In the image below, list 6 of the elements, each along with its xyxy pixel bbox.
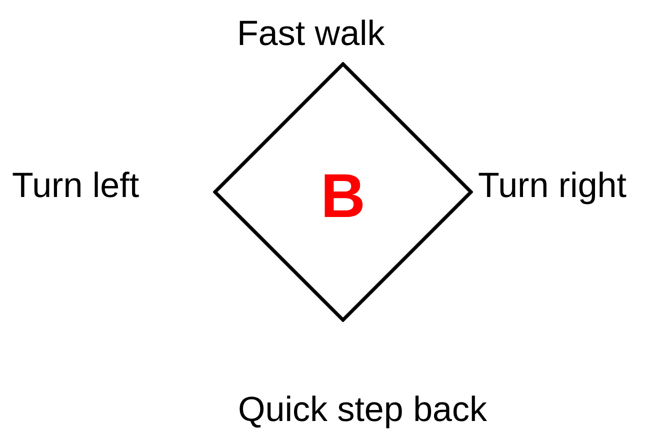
direction-label: Turn right [478, 168, 626, 203]
diamond-shape [213, 62, 473, 322]
direction-label: Fast walk [237, 16, 385, 51]
diamond-letter: B [320, 166, 366, 228]
direction-label: Quick step back [238, 392, 487, 427]
direction-label: Turn left [12, 168, 140, 203]
